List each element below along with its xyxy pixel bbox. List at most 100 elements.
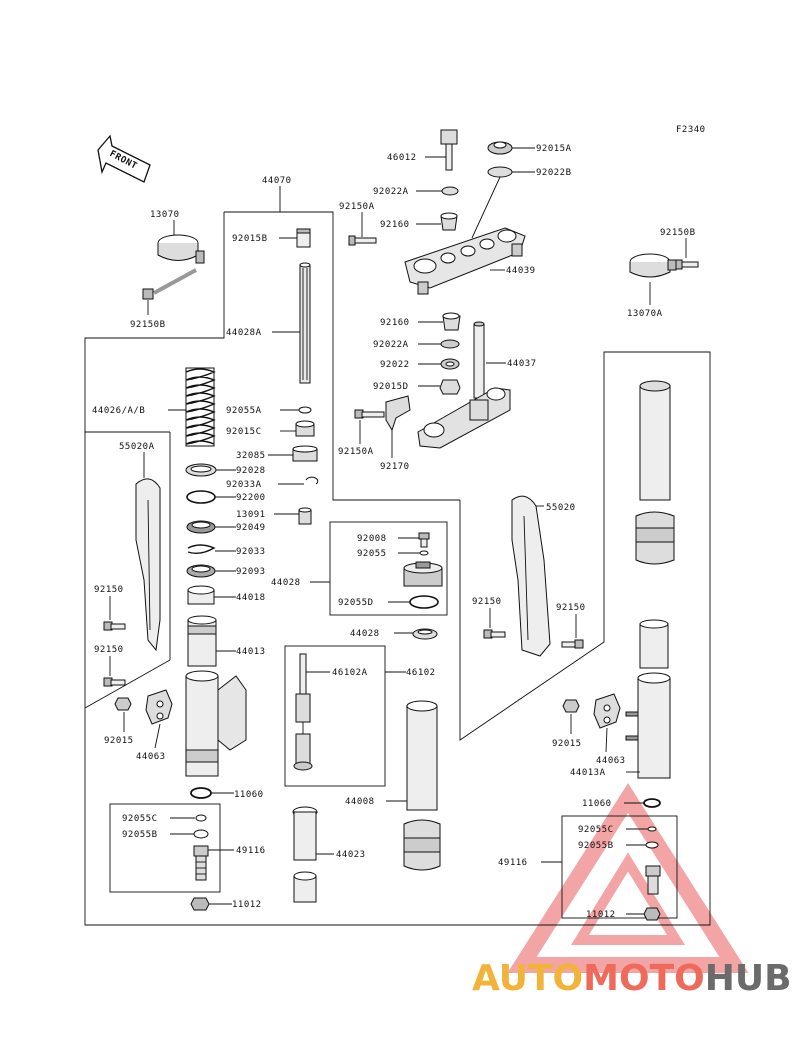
bolt-92150-right-2	[561, 639, 584, 649]
part-number-label: 92150	[94, 645, 124, 655]
part-number-label: 92015A	[536, 144, 572, 154]
part-number-label: 92150	[556, 603, 586, 613]
part-number-label: 92160	[380, 220, 410, 230]
box-44028	[329, 521, 448, 616]
part-number-label: 92028	[236, 466, 266, 476]
part-44023	[292, 806, 318, 903]
bolt-92150A-mid	[354, 409, 385, 419]
part-92022	[440, 358, 460, 370]
part-number-label: 92022B	[536, 168, 572, 178]
part-44018	[187, 585, 215, 605]
part-number-label: 92055C	[122, 814, 158, 824]
bolt-92150A-top	[348, 235, 377, 246]
part-46012	[440, 129, 458, 171]
part-number-label: 32085	[236, 451, 266, 461]
part-92015D	[439, 379, 461, 395]
part-44013A-fork-bottom-right	[625, 619, 671, 779]
part-number-label: 92055A	[226, 406, 262, 416]
part-number-label: 11060	[582, 799, 612, 809]
bolt-92150-left-2	[103, 677, 126, 687]
part-44008-cylinder	[403, 700, 441, 871]
bolt-92150-left-1	[103, 621, 126, 631]
part-92055D-oring	[409, 595, 439, 609]
part-number-label: 92150A	[338, 447, 374, 457]
part-number-label: 92022	[380, 360, 410, 370]
part-92160-top	[440, 212, 458, 231]
part-44039-upper-triple-clamp	[404, 227, 526, 295]
part-outer-tube-right	[635, 380, 675, 565]
part-92015-left-nut	[114, 697, 132, 711]
watermark-logo	[507, 783, 749, 973]
part-92055B-left	[193, 829, 209, 839]
part-55020A-fork-guard	[135, 478, 161, 652]
part-92049-oil-seal	[186, 520, 216, 534]
part-11012-left-nut	[190, 897, 210, 911]
part-44026-spring	[185, 367, 216, 447]
part-44037-lower-triple-clamp	[417, 321, 511, 449]
part-44028-cap	[403, 561, 443, 587]
part-92022B	[487, 166, 513, 178]
part-92022A-top	[441, 186, 459, 196]
part-number-label: 92022A	[373, 187, 409, 197]
box-49116-right	[561, 815, 678, 919]
part-49116-left-valve	[193, 845, 209, 881]
part-92015B	[296, 228, 311, 248]
part-13070-clamp	[157, 234, 205, 264]
part-92055C-left	[195, 814, 207, 822]
part-55020-fork-guard	[511, 495, 551, 657]
part-11060-left-gasket	[190, 787, 212, 799]
part-number-label: 92015	[552, 739, 582, 749]
part-number-label: 13091	[236, 510, 266, 520]
part-number-label: 92015D	[373, 382, 409, 392]
part-number-label: 92033A	[226, 480, 262, 490]
part-number-label: 92015C	[226, 427, 262, 437]
part-number-label: 92055B	[122, 830, 158, 840]
box-49116-left	[109, 803, 221, 893]
bolt-92150B-right	[675, 259, 699, 270]
figure-code: F2340	[676, 125, 706, 135]
part-92055B-right	[645, 841, 659, 849]
part-number-label: 44018	[236, 593, 266, 603]
part-fork-bottom-left	[185, 670, 247, 777]
part-92200	[186, 490, 216, 504]
part-number-label: 92033	[236, 547, 266, 557]
part-92033-circlip	[187, 544, 216, 555]
part-11060-right-gasket	[643, 798, 661, 808]
front-arrow-icon: FRONT	[97, 134, 151, 183]
bolt-92150B-left	[142, 268, 197, 300]
part-number-label: 11012	[232, 900, 262, 910]
part-92160-mid	[442, 312, 461, 331]
part-49116-right-valve	[645, 865, 661, 895]
part-44013-inner-tube	[187, 615, 217, 667]
part-number-label: 49116	[236, 846, 266, 856]
part-number-label: 44037	[507, 359, 537, 369]
part-number-label: 92049	[236, 523, 266, 533]
part-number-label: 92150	[472, 597, 502, 607]
part-92170-bracket	[385, 395, 411, 432]
part-number-label: 44013	[236, 647, 266, 657]
part-number-label: 46102	[406, 668, 436, 678]
part-92093	[186, 564, 216, 578]
part-number-label: 44026/A/B	[92, 406, 145, 416]
part-number-label: 44028	[271, 578, 301, 588]
part-number-label: 44063	[136, 752, 166, 762]
part-number-label: 92150A	[339, 202, 375, 212]
part-number-label: 44028A	[226, 328, 262, 338]
part-number-label: 92015	[104, 736, 134, 746]
part-number-label: 92170	[380, 462, 410, 472]
part-92015C	[295, 420, 315, 437]
part-92008-bolt	[418, 532, 430, 548]
part-number-label: 44039	[506, 266, 536, 276]
part-number-label: 11012	[586, 910, 616, 920]
part-13091	[298, 507, 312, 525]
box-46102	[284, 645, 386, 787]
part-number-label: 92022A	[373, 340, 409, 350]
part-92015A	[487, 141, 513, 155]
part-number-label: 46012	[387, 153, 417, 163]
part-44028	[412, 628, 438, 640]
part-number-label: 13070A	[627, 309, 663, 319]
part-number-label: 92055B	[578, 841, 614, 851]
part-number-label: 92150B	[660, 228, 696, 238]
part-92028	[185, 463, 217, 477]
part-number-label: 92150B	[130, 320, 166, 330]
